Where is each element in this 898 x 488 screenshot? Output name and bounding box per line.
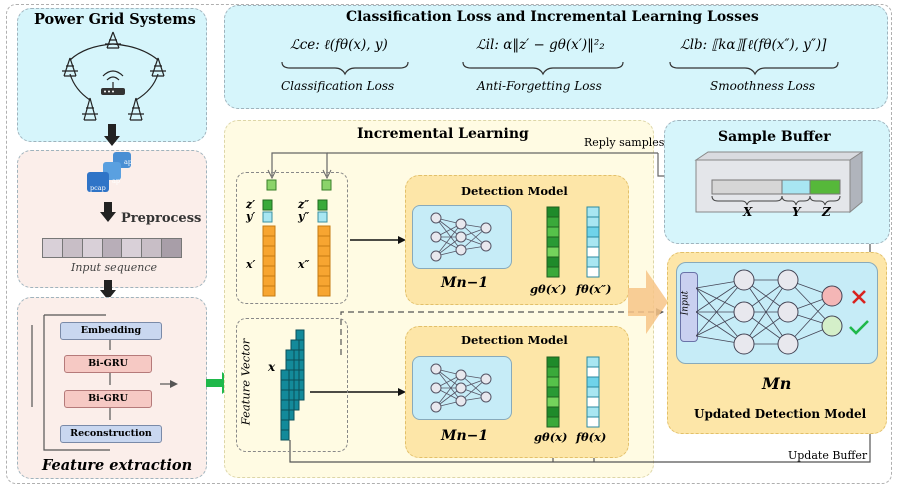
neural-net-icon-1 [412, 205, 512, 269]
feature-vector-box [236, 318, 348, 452]
feature-vector-label: Feature Vector [238, 338, 253, 426]
buffer-x-label: X [743, 205, 753, 219]
y-double-prime-label: y″ [298, 210, 310, 223]
g-x-prime-label: gθ(x′) [530, 282, 567, 296]
outer-frame [6, 4, 892, 484]
losses-panel [224, 5, 888, 109]
incremental-title: Incremental Learning [357, 126, 529, 142]
updated-net-bg [676, 262, 878, 364]
g-x-label: gθ(x) [534, 430, 568, 444]
x-double-prime-label: x″ [298, 258, 310, 271]
input-node [680, 272, 698, 342]
x-prime-label: x′ [246, 258, 256, 271]
losses-title: Classification Loss and Incremental Lear… [346, 9, 759, 25]
update-buffer-label: Update Buffer [788, 449, 868, 462]
lb-formula: ℒlb: ⟦kα⟧[ℓ(fθ(x″), y″)] [680, 37, 827, 53]
ap-file-label-2: ap [124, 158, 133, 166]
il-formula: ℒil: α‖z′ − gθ(x′)‖²₂ [476, 37, 605, 53]
il-name: Anti-Forgetting Loss [477, 79, 602, 93]
updated-net-graph [696, 269, 843, 355]
correct-icon [849, 320, 869, 335]
updated-model-title: Updated Detection Model [694, 407, 867, 421]
f-x-label: fθ(x) [576, 430, 607, 444]
down-arrow-1 [104, 124, 120, 146]
output-columns-2 [546, 356, 600, 428]
y-prime-label: y′ [246, 210, 256, 223]
power-grid-title: Power Grid Systems [34, 11, 196, 28]
z-double-prime-label: z″ [298, 198, 310, 211]
power-grid-icon [62, 31, 166, 121]
output-columns-1 [546, 206, 600, 278]
neural-net-graph-1 [430, 212, 492, 262]
feature-vector-stack [280, 329, 305, 441]
m-prev-label-2: Mn−1 [441, 428, 489, 444]
down-arrow-3 [100, 280, 116, 300]
pcap-files-icon [87, 152, 131, 192]
input-sequence-label: Input sequence [71, 261, 158, 274]
preprocess-label: Preprocess [121, 211, 202, 226]
replay-sample-columns [262, 179, 332, 297]
buffer-box-icon [694, 151, 864, 214]
sample-buffer-title: Sample Buffer [718, 129, 831, 145]
ap-file-label-1: ap [112, 177, 121, 185]
buffer-z-label: Z [822, 205, 831, 219]
neural-net-graph-2 [430, 363, 492, 413]
reply-samples-label: Reply samples [584, 136, 665, 149]
down-arrow-2 [100, 202, 116, 222]
z-prime-label: z′ [246, 198, 256, 211]
feature-extraction-connectors [31, 314, 178, 451]
input-label: Input [680, 290, 691, 316]
f-x-double-prime-label: fθ(x″) [576, 282, 612, 296]
replay-samples-box [236, 172, 348, 304]
feature-x-label: x [268, 360, 276, 374]
loss-braces [281, 61, 839, 76]
ce-formula: ℒce: ℓ(fθ(x), y) [290, 37, 388, 53]
m-prev-label-1: Mn−1 [441, 275, 489, 291]
ce-name: Classification Loss [281, 79, 395, 93]
pcap-file-label: pcap [90, 184, 106, 192]
input-sequence-bar [42, 238, 183, 258]
embedding-block: Embedding [60, 322, 162, 340]
m-n-label: Mn [762, 374, 792, 393]
bigru-block-2: Bi-GRU [64, 390, 152, 408]
feature-extraction-title: Feature extraction [42, 457, 193, 474]
neural-net-icon-2 [412, 356, 512, 420]
bigru-block-1: Bi-GRU [64, 355, 152, 373]
reconstruction-block: Reconstruction [60, 425, 162, 443]
detection-model-title-1: Detection Model [461, 184, 568, 198]
orange-arrow [628, 270, 668, 334]
detection-model-title-2: Detection Model [461, 333, 568, 347]
buffer-y-label: Y [792, 205, 801, 219]
wrong-icon [852, 290, 866, 304]
lb-name: Smoothness Loss [710, 79, 816, 93]
